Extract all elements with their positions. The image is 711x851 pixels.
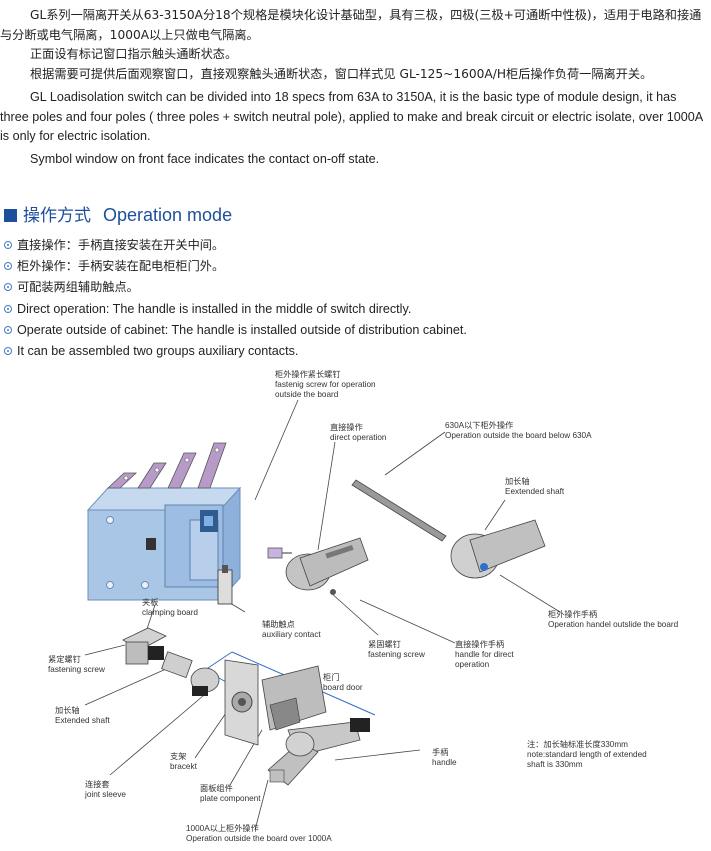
switch-body [86, 442, 242, 602]
door-handle [267, 718, 370, 786]
bullet-item: Operate outside of cabinet: The handle i… [4, 323, 467, 337]
switch-exploded-diagram [84, 399, 561, 831]
bullet-item: 柜外操作：手柄安装在配电柜柜门外。 [4, 256, 224, 274]
square-bullet-icon [4, 209, 17, 222]
board-door-assembly [190, 651, 376, 746]
bullet-item: 可配装两组辅助触点。 [4, 277, 139, 295]
outside-operation-handle [450, 519, 546, 579]
circle-bullet-icon [4, 326, 12, 334]
intro-paragraph-cn-1: GL系列一隔离开关从63-3150A分18个规格是模块化设计基础型，具有三极，四… [0, 8, 702, 42]
intro-paragraph-cn-2: 正面设有标记窗口指示触头通断状态。 [30, 47, 238, 61]
section-title-en: Operation mode [103, 205, 233, 225]
section-title-cn: 操作方式 [23, 206, 91, 226]
intro-paragraph-cn-3: 根据需要可提供后面观察窗口，直接观察触头通断状态，窗口样式见 GL-125~16… [30, 67, 653, 81]
auxiliary-contact [217, 565, 233, 605]
clamping-board-assembly [122, 627, 193, 679]
direct-operation-handle [285, 537, 369, 595]
bullet-item: Direct operation: The handle is installe… [4, 302, 411, 316]
extended-shaft-bar [351, 479, 447, 542]
circle-bullet-icon [4, 283, 12, 291]
circle-bullet-icon [4, 305, 12, 313]
circle-bullet-icon [4, 262, 12, 270]
section-title: 操作方式 Operation mode [4, 201, 232, 226]
fastening-screw-purple [267, 547, 292, 559]
circle-bullet-icon [4, 347, 12, 355]
bullet-item: 直接操作：手柄直接安装在开关中间。 [4, 235, 224, 253]
intro-paragraph-en-1: GL Loadisolation switch can be divided i… [0, 90, 703, 143]
circle-bullet-icon [4, 241, 12, 249]
bullet-item: It can be assembled two groups auxiliary… [4, 344, 298, 358]
intro-paragraph-en-2: Symbol window on front face indicates th… [30, 152, 380, 166]
